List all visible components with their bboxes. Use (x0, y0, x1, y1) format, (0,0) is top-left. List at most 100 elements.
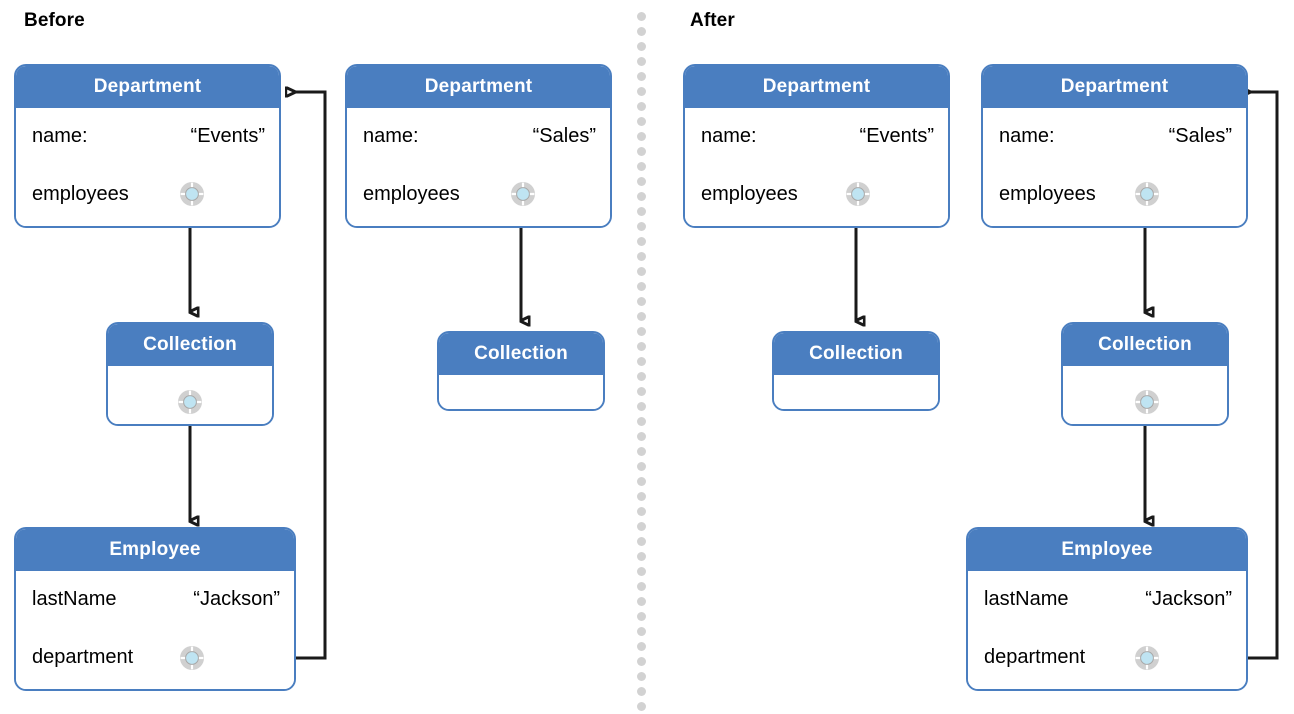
divider-dot (637, 402, 646, 411)
property-row-name: name: “Sales” (983, 122, 1246, 150)
divider-dot (637, 282, 646, 291)
divider-dot (637, 132, 646, 141)
property-row-employees: employees (347, 180, 610, 208)
before-collection-right-body (439, 375, 603, 409)
property-key-name: name: (32, 125, 88, 147)
divider-dot (637, 207, 646, 216)
property-key-lastname: lastName (984, 588, 1069, 610)
after-collection-left-title: Collection (774, 333, 938, 375)
divider-dot (637, 297, 646, 306)
property-value-name: “Sales” (532, 125, 596, 147)
after-department-events-body: name: “Events” employees (685, 108, 948, 226)
before-department-sales-title: Department (347, 66, 610, 108)
property-row-employees: employees (16, 180, 279, 208)
divider-dot (637, 387, 646, 396)
socket-icon[interactable] (845, 181, 871, 207)
before-department-events-body: name: “Events” employees (16, 108, 279, 226)
property-value-name: “Sales” (1168, 125, 1232, 147)
before-collection-left-box[interactable]: Collection (106, 322, 274, 426)
before-employee-box[interactable]: Employee lastName “Jackson” department (14, 527, 296, 691)
property-row-name: name: “Events” (685, 122, 948, 150)
divider-dot (637, 372, 646, 381)
property-row-name: name: “Sales” (347, 122, 610, 150)
divider-dot (637, 237, 646, 246)
divider-dot (637, 417, 646, 426)
section-label-before: Before (24, 10, 85, 31)
divider-dot (637, 177, 646, 186)
property-row-employees: employees (983, 180, 1246, 208)
divider-dot (637, 147, 646, 156)
socket-icon[interactable] (1134, 181, 1160, 207)
divider-dot (637, 522, 646, 531)
divider-dot (637, 507, 646, 516)
property-row-name: name: “Events” (16, 122, 279, 150)
after-employee-body: lastName “Jackson” department (968, 571, 1246, 689)
property-value-name: “Events” (190, 125, 265, 147)
before-collection-left-title: Collection (108, 324, 272, 366)
after-collection-right-title: Collection (1063, 324, 1227, 366)
divider-dot (637, 27, 646, 36)
after-employee-title: Employee (968, 529, 1246, 571)
property-key-lastname: lastName (32, 588, 117, 610)
before-employee-title: Employee (16, 529, 294, 571)
property-value-lastname: “Jackson” (1145, 588, 1232, 610)
before-collection-left-body (108, 366, 272, 424)
divider-dot (637, 327, 646, 336)
divider-dot (637, 672, 646, 681)
after-department-events-title: Department (685, 66, 948, 108)
after-employee-box[interactable]: Employee lastName “Jackson” department (966, 527, 1248, 691)
divider-dot (637, 57, 646, 66)
divider-dot (637, 267, 646, 276)
property-row-lastname: lastName “Jackson” (16, 585, 294, 613)
socket-icon[interactable] (510, 181, 536, 207)
after-collection-left-body (774, 375, 938, 409)
after-department-sales-box[interactable]: Department name: “Sales” employees (981, 64, 1248, 228)
before-employee-body: lastName “Jackson” department (16, 571, 294, 689)
before-collection-right-box[interactable]: Collection (437, 331, 605, 411)
property-key-department: department (984, 646, 1086, 668)
property-row-lastname: lastName “Jackson” (968, 585, 1246, 613)
after-collection-left-box[interactable]: Collection (772, 331, 940, 411)
property-key-employees: employees (363, 183, 460, 205)
divider-dot (637, 537, 646, 546)
before-department-sales-box[interactable]: Department name: “Sales” employees (345, 64, 612, 228)
after-department-events-box[interactable]: Department name: “Events” employees (683, 64, 950, 228)
property-value-lastname: “Jackson” (193, 588, 280, 610)
divider-dot (637, 627, 646, 636)
divider-dot (637, 42, 646, 51)
socket-icon[interactable] (1134, 389, 1160, 415)
divider-dot (637, 342, 646, 351)
socket-icon[interactable] (179, 181, 205, 207)
divider-dot (637, 432, 646, 441)
divider-dot (637, 642, 646, 651)
divider-dot (637, 447, 646, 456)
divider-dot (637, 612, 646, 621)
divider-dot (637, 87, 646, 96)
divider-dot (637, 72, 646, 81)
property-key-employees: employees (999, 183, 1096, 205)
divider-dot (637, 552, 646, 561)
after-department-sales-title: Department (983, 66, 1246, 108)
property-key-name: name: (363, 125, 419, 147)
divider-dot (637, 357, 646, 366)
divider-dot (637, 477, 646, 486)
divider-dot (637, 12, 646, 21)
property-value-name: “Events” (859, 125, 934, 147)
after-collection-right-box[interactable]: Collection (1061, 322, 1229, 426)
before-department-events-box[interactable]: Department name: “Events” employees (14, 64, 281, 228)
divider-dot (637, 582, 646, 591)
divider-dot (637, 312, 646, 321)
divider-dot (637, 222, 646, 231)
section-label-after: After (690, 10, 735, 31)
socket-icon[interactable] (177, 389, 203, 415)
property-row-department: department (968, 643, 1246, 671)
divider-dot (637, 702, 646, 711)
after-collection-right-body (1063, 366, 1227, 424)
before-collection-right-title: Collection (439, 333, 603, 375)
property-row-department: department (16, 643, 294, 671)
property-key-employees: employees (701, 183, 798, 205)
socket-icon[interactable] (179, 645, 205, 671)
socket-icon[interactable] (1134, 645, 1160, 671)
divider-dot (637, 192, 646, 201)
divider-dot (637, 102, 646, 111)
